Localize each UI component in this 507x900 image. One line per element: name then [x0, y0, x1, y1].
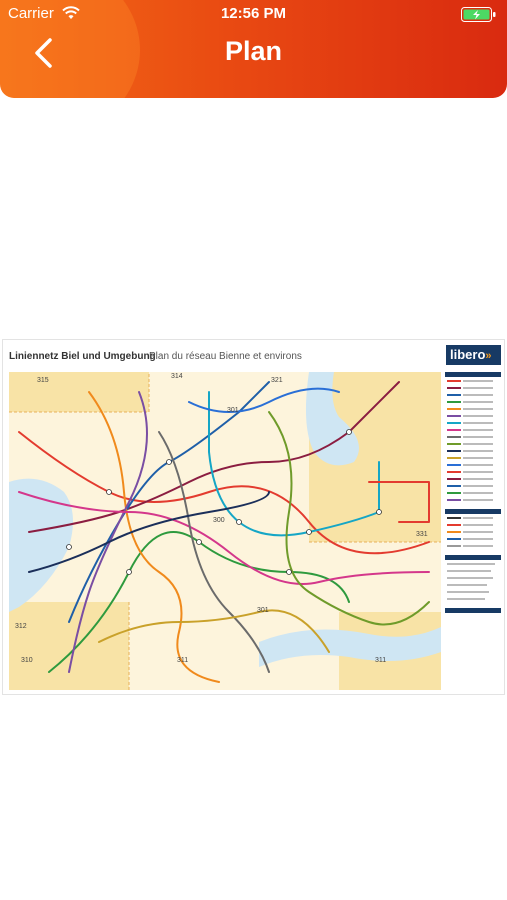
- status-bar: Carrier 12:56 PM: [0, 0, 507, 28]
- zone-label: 321: [271, 377, 283, 384]
- app-header: Carrier 12:56 PM Plan: [0, 0, 507, 98]
- map-title-german: Liniennetz Biel und Umgebung: [9, 351, 156, 362]
- zone-label: 311: [177, 657, 188, 664]
- wifi-icon: [62, 6, 80, 19]
- route-map-graphic: 315 314 321 301 300 331 301 311 312 311 …: [9, 372, 441, 690]
- zone-label: 315: [37, 377, 49, 384]
- clock: 12:56 PM: [220, 5, 287, 22]
- map-title-french: Plan du réseau Bienne et environs: [149, 351, 302, 362]
- zone-label: 312: [15, 623, 27, 630]
- zone-label: 310: [21, 657, 33, 664]
- carrier-label: Carrier: [8, 5, 54, 22]
- zone-label: 301: [257, 607, 269, 614]
- battery-icon: [461, 7, 496, 22]
- page-title: Plan: [224, 36, 283, 66]
- zone-label: 301: [227, 407, 239, 414]
- zone-label: 311: [375, 657, 386, 664]
- map-legend: [445, 372, 501, 690]
- libero-logo: libero»: [446, 345, 501, 365]
- zone-label: 300: [213, 517, 225, 524]
- zone-label: 331: [416, 531, 428, 538]
- network-map[interactable]: Liniennetz Biel und Umgebung Plan du rés…: [2, 339, 505, 695]
- zone-label: 314: [171, 373, 183, 380]
- back-chevron-icon[interactable]: [30, 36, 60, 70]
